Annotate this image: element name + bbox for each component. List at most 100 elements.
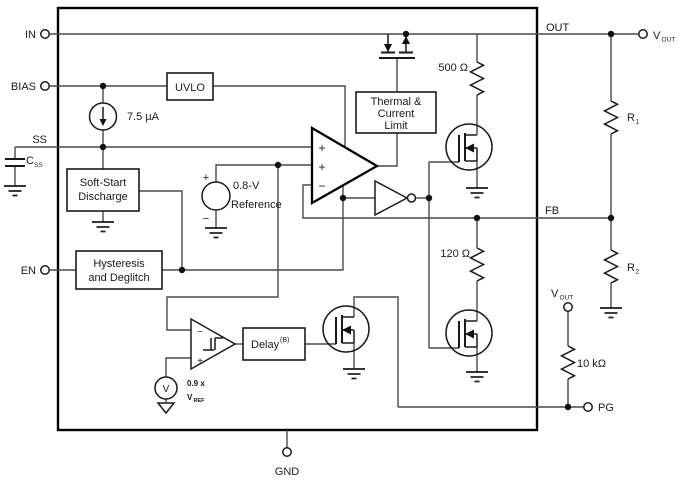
junction-dots — [99, 30, 615, 411]
pass-fet-arrow-up — [402, 36, 410, 44]
resistor-r1 — [602, 100, 620, 135]
bias-pin-circle — [40, 81, 50, 91]
pullup-discharge-fet — [445, 123, 493, 171]
reference-minus-sign: − — [203, 213, 209, 225]
pass-fet — [379, 34, 415, 59]
thermal-line2: Current — [378, 108, 415, 120]
r1-label: R — [627, 112, 635, 124]
css-label-sub: SS — [34, 162, 43, 169]
wire-discharge-to-en — [139, 190, 183, 270]
css-label: C — [26, 155, 34, 167]
pin-label-gnd: GND — [275, 466, 300, 478]
error-amplifier — [310, 125, 380, 205]
soft-start-discharge-block — [66, 168, 140, 212]
vout-pg-label: V — [551, 288, 559, 300]
delay-label: Delay — [251, 339, 280, 351]
circuit-wiring — [14, 33, 639, 448]
inverter-bubble — [406, 193, 417, 203]
pg-open-drain-fet — [322, 305, 370, 353]
pg-pin-circle — [583, 402, 593, 412]
resistor-500-label: 500 Ω — [438, 62, 468, 74]
wire-reference-to-amp — [215, 164, 312, 182]
labels: IN BIAS SS EN OUT FB PG GND V OUT V OUT … — [11, 22, 675, 478]
soft-start-line2: Discharge — [78, 191, 128, 203]
current-source-label: 7.5 µA — [127, 111, 160, 123]
ground-css — [3, 185, 27, 197]
resistor-10k-label: 10 kΩ — [577, 358, 606, 370]
pass-fet-arrow-down — [384, 44, 392, 52]
resistor-r2 — [602, 249, 620, 284]
reference-line1: 0.8-V — [233, 180, 260, 192]
ground-reference — [204, 227, 228, 239]
ground-arrow-vsource — [156, 402, 176, 415]
wire-hysteresis-out — [162, 186, 344, 271]
wire-reference-to-comparator — [166, 165, 279, 331]
voltage-reference-source — [201, 181, 231, 211]
ground-discharge — [91, 221, 115, 233]
current-source — [88, 102, 118, 131]
ground-lower-fet — [465, 371, 489, 383]
pg-threshold-sub: REF — [194, 398, 206, 404]
pin-label-fb: FB — [545, 205, 559, 217]
ic-boundary-box — [56, 6, 539, 432]
ground-r2 — [599, 307, 623, 319]
uvlo-label: UVLO — [175, 82, 205, 94]
resistor-10k — [559, 345, 577, 380]
vout-pg-pin-circle — [563, 302, 573, 312]
vsource-letter: V — [163, 384, 170, 395]
thermal-line3: Limit — [384, 120, 407, 132]
pin-label-ss: SS — [32, 134, 47, 146]
hysteresis-line1: Hysteresis — [93, 258, 145, 270]
pin-terminals — [40, 29, 648, 457]
thermal-current-limit-block — [355, 91, 437, 134]
amp-minus-sign: − — [318, 179, 325, 193]
vout-pin-circle — [638, 29, 648, 39]
en-pin-circle — [40, 265, 50, 275]
comparator-plus-sign: + — [197, 356, 203, 367]
hysteresis-line2: and Deglitch — [88, 272, 149, 284]
current-source-arrow — [99, 119, 107, 126]
css-capacitor — [5, 158, 25, 167]
pin-label-in: IN — [25, 29, 36, 41]
ground-pg-fet — [342, 368, 366, 380]
r2-label: R — [627, 262, 635, 274]
gnd-pin-circle — [282, 447, 292, 457]
r2-label-sub: 2 — [636, 269, 640, 276]
wire-uvlo-to-amp — [213, 85, 346, 146]
pg-threshold-value: 0.9 x — [187, 379, 205, 388]
vout-label-sub: OUT — [662, 37, 676, 44]
thermal-line1: Thermal & — [371, 96, 422, 108]
r1-label-sub: 1 — [636, 119, 640, 126]
hysteresis-deglitch-block — [75, 250, 163, 290]
resistor-120-label: 120 Ω — [440, 248, 470, 260]
reference-plus-sign: + — [203, 172, 209, 184]
reference-line2: Reference — [231, 199, 282, 211]
comparator-minus-sign: − — [197, 327, 203, 338]
inverter — [374, 179, 409, 217]
delay-block — [242, 327, 306, 361]
ground-upper-fet — [465, 187, 489, 199]
resistor-120-ohm — [468, 247, 486, 282]
wire-amp-out-to-thermal — [377, 133, 398, 167]
pin-label-bias: BIAS — [11, 81, 36, 93]
pg-comparator — [190, 317, 237, 371]
hysteresis-icon — [203, 337, 223, 351]
ground-symbols — [3, 185, 623, 415]
uvlo-block — [166, 72, 214, 101]
amp-plus2-sign: + — [318, 160, 325, 174]
in-pin-circle — [40, 29, 50, 39]
vout-label: V — [653, 30, 661, 42]
soft-start-line1: Soft-Start — [80, 177, 126, 189]
wire-fb-line — [302, 184, 611, 219]
pg-threshold-source — [154, 376, 178, 400]
fb-discharge-fet — [445, 309, 493, 357]
pin-label-out: OUT — [546, 22, 570, 34]
wire-pgfet-drain — [353, 296, 399, 407]
vout-pg-label-sub: OUT — [560, 295, 574, 302]
resistor-500-ohm — [468, 61, 486, 96]
pin-label-en: EN — [21, 265, 36, 277]
amp-plus1-sign: + — [318, 141, 325, 155]
wire-vsource-to-comparator — [165, 357, 191, 377]
